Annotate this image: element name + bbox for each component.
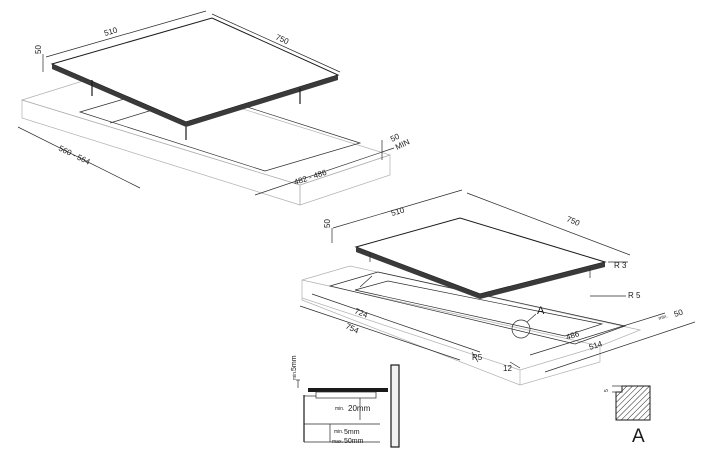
flush-installation-view: A 510 750 50 R 3 R 5 724 754 486 514 R5 … — [299, 189, 696, 386]
recess-width-label: 486 — [565, 329, 581, 342]
hob-width-label: 510 — [103, 25, 119, 37]
detail-a-label: A — [632, 426, 645, 447]
bottom-max-value: 50mm — [344, 438, 364, 445]
hob-height-label: 50 — [34, 45, 43, 54]
top-gap-value: 5mm — [291, 355, 298, 371]
radius-recess-label: R 5 — [628, 291, 641, 300]
hob-top — [50, 17, 340, 140]
flush-hob-top — [354, 217, 607, 299]
flush-hob-height-label: 50 — [323, 219, 332, 228]
outer-width-label: 514 — [588, 339, 604, 352]
clearance-value-label: 50 — [389, 132, 401, 144]
flush-clearance-value: 50 — [673, 307, 685, 318]
detail-a-view: 5 A — [604, 385, 651, 447]
ledge-label: 12 — [503, 364, 512, 373]
cutout-width-label: 482 - 486 — [293, 168, 328, 187]
flush-clearance-prefix: min. — [658, 313, 669, 322]
bottom-min-prefix: min. — [334, 429, 343, 435]
section-view: min. 5mm min. 20mm min. 5mm max. 50mm — [291, 355, 400, 448]
bottom-min-value: 5mm — [344, 429, 360, 436]
bottom-max-prefix: max. — [332, 439, 343, 445]
detail-marker-circle — [511, 319, 531, 339]
cutout-depth-label: 560 - 564 — [57, 144, 92, 167]
top-gap-prefix: min. — [292, 371, 298, 380]
recess-depth-label: 724 — [353, 307, 369, 321]
radius-inner-label: R5 — [472, 353, 483, 362]
detail-a-hatch — [615, 385, 651, 421]
radius-corner-label: R 3 — [614, 261, 627, 270]
flush-recess — [328, 271, 627, 345]
detail-marker-label: A — [537, 305, 545, 317]
detail-a-depth: 5 — [604, 389, 610, 392]
flush-hob-width-label: 510 — [390, 205, 406, 217]
panel-gap-prefix: min. — [335, 406, 344, 412]
outer-depth-label: 754 — [344, 322, 360, 336]
flush-hob-depth-label: 750 — [565, 215, 581, 229]
hob-depth-label: 750 — [274, 33, 290, 47]
panel-gap-value: 20mm — [348, 404, 371, 413]
top-installation-view: 510 750 50 560 - 564 482 - 486 50 MIN — [17, 10, 411, 206]
